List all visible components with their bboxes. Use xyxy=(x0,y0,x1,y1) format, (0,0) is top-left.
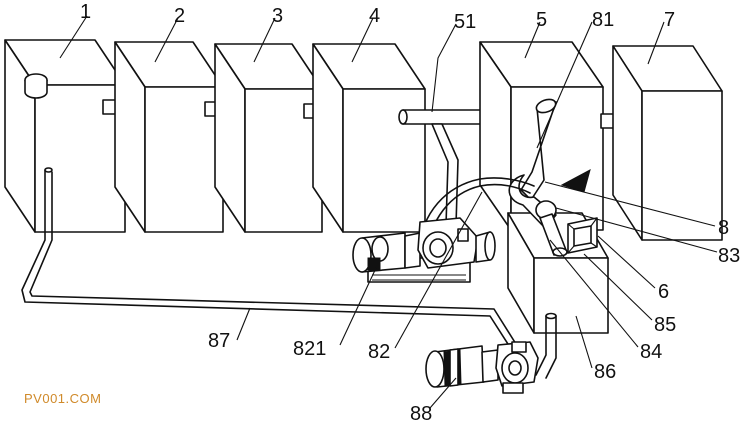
pump-821 xyxy=(352,217,496,283)
tank-7 xyxy=(612,45,723,241)
part-labels: 1 2 3 4 51 5 81 7 8 83 6 85 84 86 87 821… xyxy=(80,1,740,424)
pump-88 xyxy=(425,341,539,394)
pipe-51 xyxy=(398,109,486,226)
label-6: 6 xyxy=(658,281,669,303)
label-8: 8 xyxy=(718,217,729,239)
label-51: 51 xyxy=(454,11,476,33)
label-85: 85 xyxy=(654,314,676,336)
label-86: 86 xyxy=(594,361,616,383)
label-83: 83 xyxy=(718,245,740,267)
label-5: 5 xyxy=(536,9,547,31)
tank-5 xyxy=(479,41,604,231)
label-82: 82 xyxy=(368,341,390,363)
label-3: 3 xyxy=(272,5,283,27)
leader-lines xyxy=(59,15,718,409)
pipe-87 xyxy=(21,167,522,356)
tank-4 xyxy=(312,43,426,233)
label-4: 4 xyxy=(369,5,380,27)
label-84: 84 xyxy=(640,341,662,363)
label-1: 1 xyxy=(80,1,91,23)
label-88: 88 xyxy=(410,403,432,424)
label-87: 87 xyxy=(208,330,230,352)
label-7: 7 xyxy=(664,9,675,31)
tank-3 xyxy=(214,43,323,233)
label-2: 2 xyxy=(174,5,185,27)
label-81: 81 xyxy=(592,9,614,31)
tank-1-inlet-cap xyxy=(24,73,48,99)
label-821: 821 xyxy=(293,338,326,360)
tank-1 xyxy=(4,39,126,233)
pipe-to-86 xyxy=(535,312,557,379)
watermark: PV001.COM xyxy=(24,391,101,406)
flow-arrow xyxy=(560,169,591,193)
filter-6 xyxy=(567,217,598,254)
tank-2 xyxy=(114,41,224,233)
